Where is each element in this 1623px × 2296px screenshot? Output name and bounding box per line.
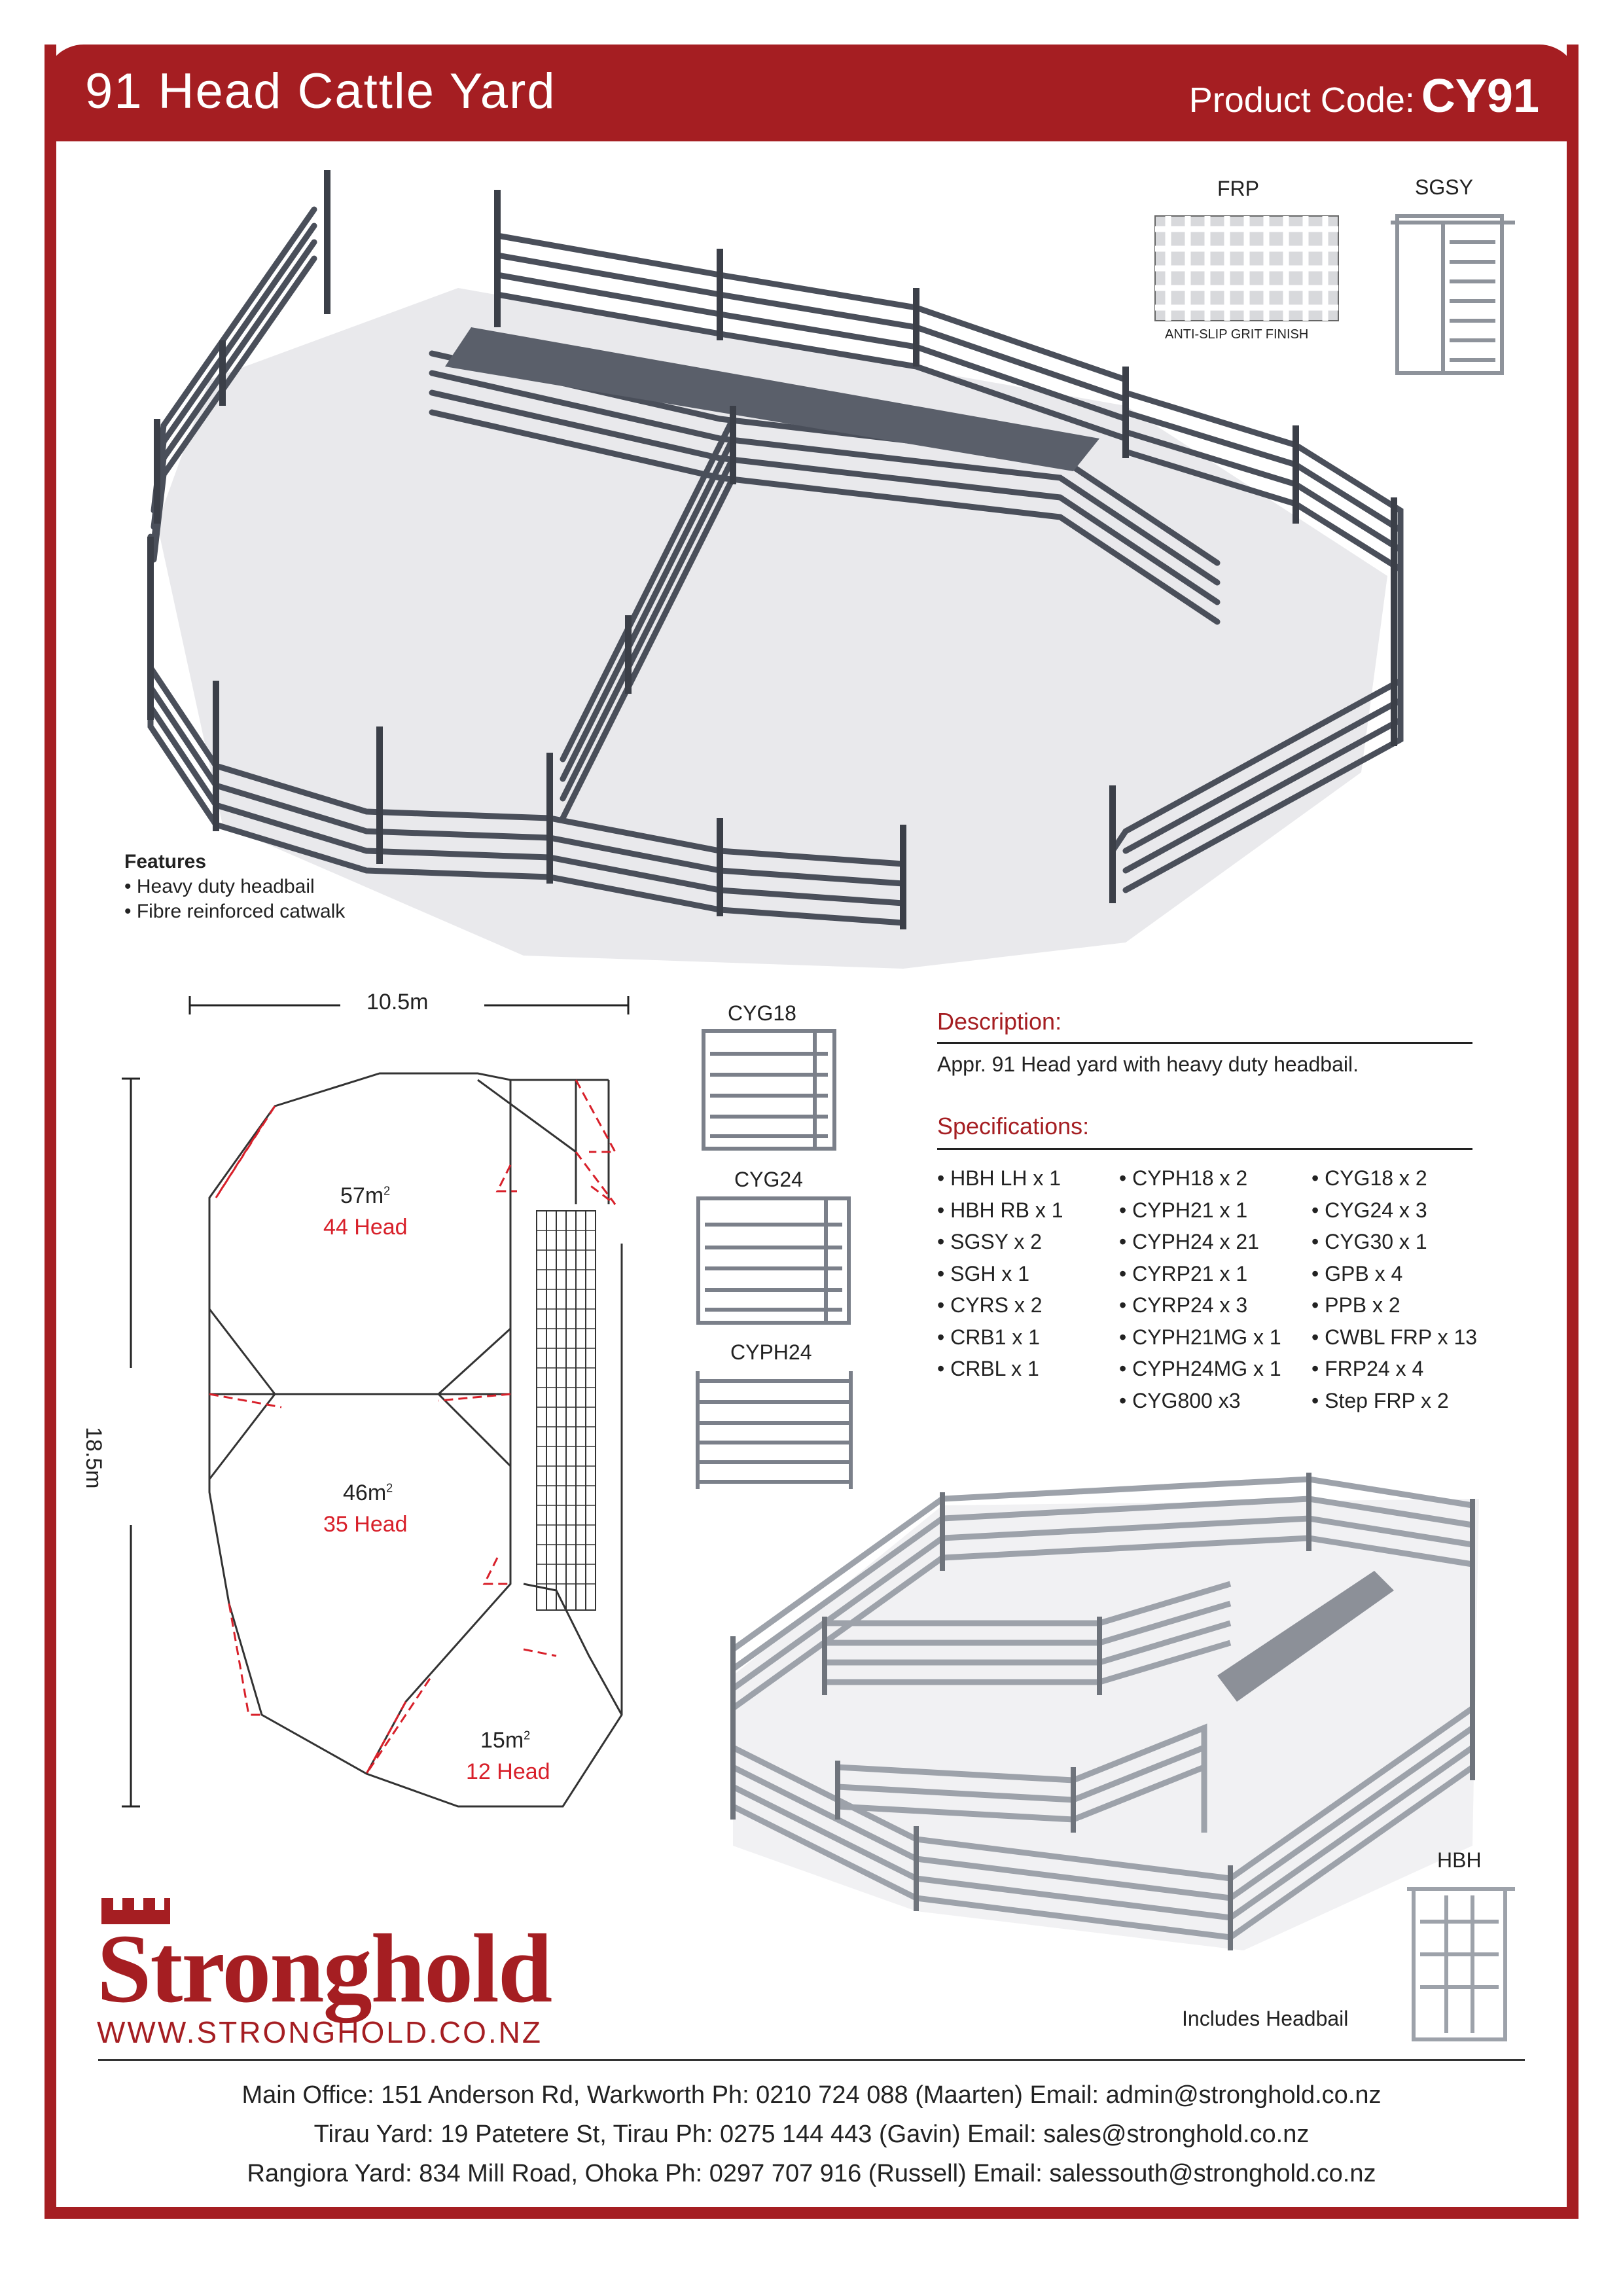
spec-column-2: • CYPH18 x 2 • CYPH21 x 1 • CYPH24 x 21 … [1119, 1162, 1281, 1416]
contact-line: Rangiora Yard: 834 Mill Road, Ohoka Ph: … [247, 2160, 1376, 2187]
spec-item: • CYG24 x 3 [1311, 1198, 1427, 1222]
zone-area: 57m2 [340, 1183, 391, 1208]
contact-line: Main Office: 151 Anderson Rd, Warkworth … [241, 2081, 1382, 2109]
product-code: Product Code:CY91 [1189, 69, 1539, 123]
cyph24-label: CYPH24 [730, 1340, 812, 1364]
spec-item: • CWBL FRP x 13 [1311, 1325, 1478, 1349]
cyg18-gate-image [702, 1029, 836, 1151]
zone-area: 46m2 [343, 1480, 393, 1505]
frp-grating-image [1154, 215, 1339, 321]
spec-item: • CYPH24MG x 1 [1119, 1357, 1281, 1380]
description-text: Appr. 91 Head yard with heavy duty headb… [937, 1052, 1359, 1076]
spec-item: • CYPH21MG x 1 [1119, 1325, 1281, 1349]
spec-item: • FRP24 x 4 [1311, 1357, 1424, 1380]
spec-item: • CYPH21 x 1 [1119, 1198, 1248, 1222]
cyg24-label: CYG24 [734, 1168, 803, 1191]
page-title: 91 Head Cattle Yard [85, 63, 556, 119]
spec-item: • HBH LH x 1 [937, 1166, 1061, 1190]
cyg24-gate-image [696, 1196, 851, 1325]
title-bar: 91 Head Cattle Yard Product Code:CY91 [45, 45, 1578, 141]
spec-item: • Step FRP x 2 [1311, 1388, 1449, 1412]
spec-column-3: • CYG18 x 2 • CYG24 x 3 • CYG30 x 1 • GP… [1311, 1162, 1477, 1416]
spec-item: • CRB1 x 1 [937, 1325, 1041, 1349]
stronghold-castle-logo [101, 1898, 170, 1924]
spec-item: • CYRP24 x 3 [1119, 1293, 1248, 1317]
features-list: Features • Heavy duty headbail • Fibre r… [124, 850, 345, 924]
specifications-heading: Specifications: [937, 1113, 1090, 1139]
feature-item: • Heavy duty headbail [124, 876, 315, 897]
frp-caption: ANTI-SLIP GRIT FINISH [1165, 327, 1309, 342]
spec-item: • CYG800 x3 [1119, 1388, 1241, 1412]
brand-name: Stronghold [97, 1914, 552, 2023]
spec-item: • HBH RB x 1 [937, 1198, 1063, 1222]
spec-item: • PPB x 2 [1311, 1293, 1400, 1317]
spec-item: • CYRP21 x 1 [1119, 1261, 1248, 1285]
spec-item: • GPB x 4 [1311, 1261, 1403, 1285]
includes-headbail-caption: Includes Headbail [1182, 2007, 1349, 2030]
divider [937, 1148, 1472, 1150]
frp-label: FRP [1217, 177, 1259, 200]
product-code-value: CY91 [1421, 70, 1539, 122]
spec-item: • CYG18 x 2 [1311, 1166, 1427, 1190]
zone-head-count: 35 Head [323, 1512, 408, 1537]
sgsy-label: SGSY [1415, 175, 1473, 199]
spec-item: • SGSY x 2 [937, 1230, 1043, 1253]
plan-width-label: 10.5m [366, 990, 429, 1014]
brand-website: WWW.STRONGHOLD.CO.NZ [97, 2015, 543, 2049]
cyg18-label: CYG18 [728, 1001, 796, 1025]
features-title: Features [124, 851, 207, 872]
cyph24-panel-image [696, 1371, 853, 1489]
hbh-label: HBH [1437, 1848, 1482, 1872]
spec-item: • CYG30 x 1 [1311, 1230, 1427, 1253]
zone-head-count: 12 Head [466, 1759, 550, 1784]
divider [937, 1042, 1472, 1044]
spec-item: • SGH x 1 [937, 1261, 1030, 1285]
feature-item: • Fibre reinforced catwalk [124, 901, 346, 922]
spec-item: • CYPH18 x 2 [1119, 1166, 1248, 1190]
sgsy-gate-image [1391, 214, 1515, 375]
zone-head-count: 44 Head [323, 1215, 408, 1240]
description-heading: Description: [937, 1008, 1062, 1035]
hbh-headbail-image [1407, 1887, 1515, 2041]
spec-item: • CYRS x 2 [937, 1293, 1043, 1317]
spec-item: • CRBL x 1 [937, 1357, 1039, 1380]
spec-item: • CYPH24 x 21 [1119, 1230, 1259, 1253]
zone-area: 15m2 [480, 1728, 531, 1753]
divider [98, 2059, 1525, 2061]
spec-column-1: • HBH LH x 1 • HBH RB x 1 • SGSY x 2 • S… [937, 1162, 1063, 1385]
contact-line: Tirau Yard: 19 Patetere St, Tirau Ph: 02… [313, 2121, 1310, 2148]
page-border [45, 45, 1578, 2219]
product-code-label: Product Code: [1188, 81, 1415, 120]
